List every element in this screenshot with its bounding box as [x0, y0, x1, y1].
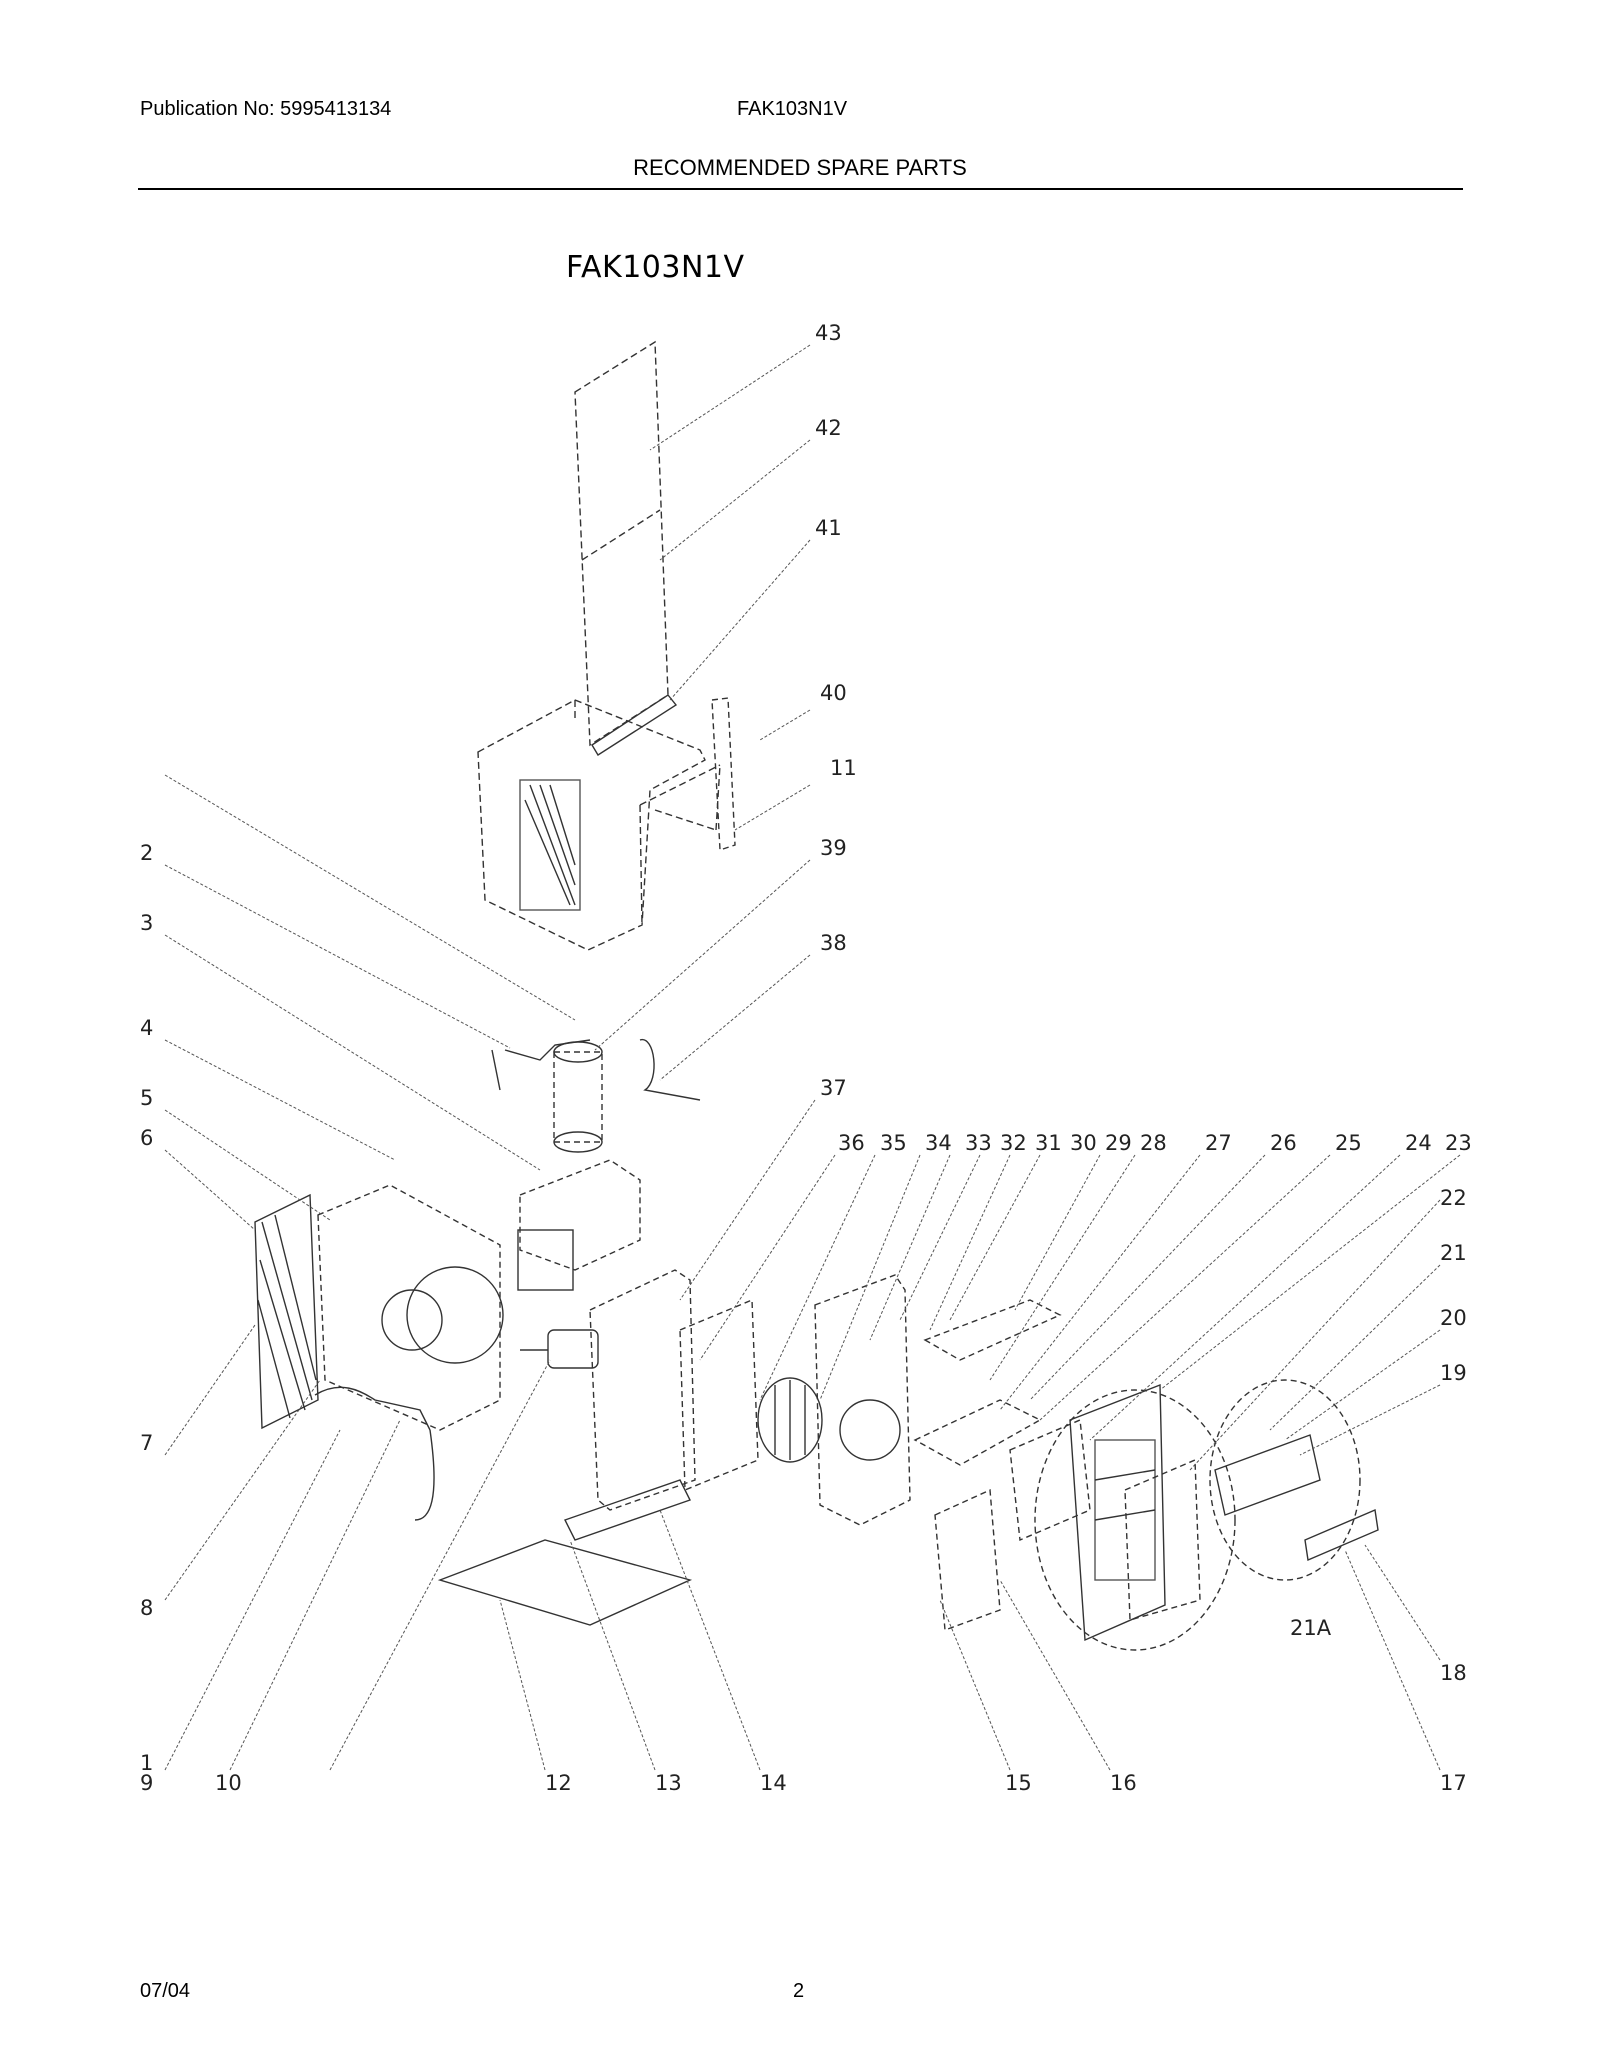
callout-label: 30 — [1070, 1131, 1097, 1155]
callout-label: 38 — [820, 931, 847, 955]
part-control-outline — [1209, 1379, 1361, 1581]
callout-label: 33 — [965, 1131, 992, 1155]
callout-label: 43 — [815, 321, 842, 345]
parts-drawing — [254, 340, 1379, 1651]
part-strip-43 — [591, 694, 678, 756]
callout-label: 35 — [880, 1131, 907, 1155]
part-drain-14 — [564, 1479, 691, 1541]
part-pipe-39 — [639, 1039, 701, 1101]
callout-label: 32 — [1000, 1131, 1027, 1155]
part-front-outline — [1034, 1389, 1236, 1651]
publication-number: Publication No: 5995413134 — [140, 98, 392, 120]
part-control-box — [519, 1159, 641, 1271]
callout-label: 34 — [925, 1131, 952, 1155]
part-blower-wheel — [757, 1377, 823, 1463]
callout-label: 21A — [1290, 1616, 1332, 1640]
part-panel-45 — [574, 340, 669, 747]
part-motor — [547, 1329, 599, 1369]
callout-label: 24 — [1405, 1131, 1432, 1155]
callout-label: 18 — [1440, 1661, 1467, 1685]
part-control-board-19 — [1214, 1434, 1321, 1516]
callout-label: 25 — [1335, 1131, 1362, 1155]
callout-label: 40 — [820, 681, 847, 705]
callout-label: 16 — [1110, 1771, 1137, 1795]
section-title: RECOMMENDED SPARE PARTS — [633, 155, 967, 180]
part-bulkhead-38 — [589, 1269, 696, 1511]
callout-label: 22 — [1440, 1186, 1467, 1210]
part-base-pan — [437, 1539, 693, 1626]
callout-label: 4 — [140, 1016, 153, 1040]
callout-label: 5 — [140, 1086, 153, 1110]
part-rail-27 — [913, 1399, 1042, 1466]
callout-label: 31 — [1035, 1131, 1062, 1155]
callout-labels: 1 2 3 4 5 6 7 8 9 10 11 12 13 14 15 16 1… — [140, 321, 1472, 1795]
footer-date: 07/04 — [140, 1980, 191, 2002]
part-pipe-9 — [314, 1386, 435, 1521]
callout-label: 41 — [815, 516, 842, 540]
part-scroll-housing — [814, 1274, 911, 1526]
part-grille-vents — [519, 779, 581, 911]
part-electrical-box-15 — [934, 1488, 1001, 1631]
callout-label: 6 — [140, 1126, 153, 1150]
callout-label: 17 — [1440, 1771, 1467, 1795]
exploded-parts-diagram: 1 2 3 4 5 6 7 8 9 10 11 12 13 14 15 16 1… — [140, 321, 1472, 1795]
part-box-24 — [1009, 1418, 1091, 1542]
callout-label: 10 — [215, 1771, 242, 1795]
header-rule — [138, 188, 1463, 190]
part-housing-inlet — [839, 1399, 901, 1461]
callout-label: 27 — [1205, 1131, 1232, 1155]
callout-label: 12 — [545, 1771, 572, 1795]
callout-label: 36 — [838, 1131, 865, 1155]
part-compressor — [553, 1051, 603, 1143]
callout-label: 37 — [820, 1076, 847, 1100]
part-cabinet — [477, 699, 706, 951]
model-number: FAK103N1V — [737, 98, 848, 120]
part-fan-blade — [381, 1289, 443, 1351]
part-knob-plate — [1304, 1508, 1379, 1562]
page-number: 2 — [793, 1980, 805, 2002]
callout-label: 13 — [655, 1771, 682, 1795]
callout-label: 39 — [820, 836, 847, 860]
callout-label: 14 — [760, 1771, 787, 1795]
callout-label: 9 — [140, 1771, 153, 1795]
part-partition-37 — [679, 1298, 759, 1492]
callout-label: 2 — [140, 841, 153, 865]
callout-label: 23 — [1445, 1131, 1472, 1155]
part-tray-30 — [923, 1299, 1062, 1361]
callout-label: 20 — [1440, 1306, 1467, 1330]
callout-label: 19 — [1440, 1361, 1467, 1385]
callout-label: 29 — [1105, 1131, 1132, 1155]
callout-label: 15 — [1005, 1771, 1032, 1795]
callout-label: 8 — [140, 1596, 153, 1620]
callout-label: 11 — [830, 756, 857, 780]
part-fan-ring — [406, 1266, 504, 1364]
callout-label: 26 — [1270, 1131, 1297, 1155]
callout-label: 42 — [815, 416, 842, 440]
part-condenser-coil — [254, 1193, 319, 1430]
part-filter-22 — [1124, 1458, 1201, 1621]
part-pipe-2 — [504, 1039, 591, 1061]
leader-lines — [164, 344, 1461, 1771]
part-front-grille — [1094, 1439, 1156, 1581]
part-bracket-41 — [711, 697, 736, 851]
diagram-title: FAK103N1V — [566, 250, 745, 285]
part-fan-shroud — [317, 1184, 501, 1431]
part-window — [517, 1229, 574, 1291]
callout-label: 21 — [1440, 1241, 1467, 1265]
part-front-frame — [1069, 1383, 1166, 1642]
callout-label: 3 — [140, 911, 153, 935]
callout-label: 1 — [140, 1751, 153, 1775]
callout-label: 7 — [140, 1431, 153, 1455]
callout-label: 28 — [1140, 1131, 1167, 1155]
